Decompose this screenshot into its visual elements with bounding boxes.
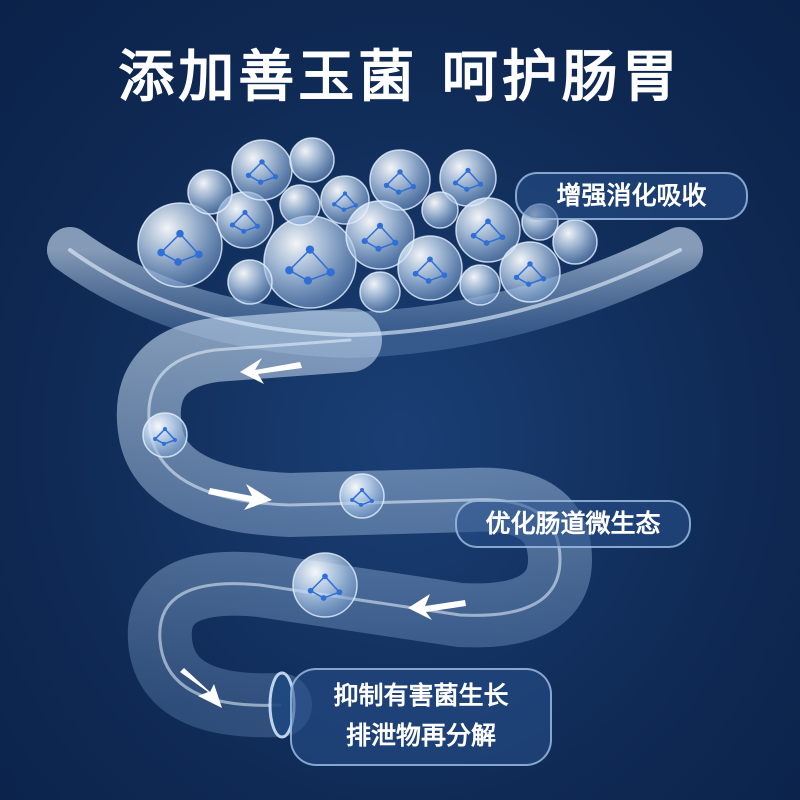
probiotic-bubble-icon xyxy=(231,139,293,201)
probiotic-bubble-icon xyxy=(397,235,463,301)
label-enhance-digestion: 增强消化吸收 xyxy=(515,172,748,220)
probiotic-bubble-icon xyxy=(345,200,415,270)
molecule-icon xyxy=(513,261,547,287)
molecule-icon xyxy=(245,159,279,185)
molecule-icon xyxy=(153,427,177,446)
molecule-icon xyxy=(361,222,399,252)
probiotic-bubble-icon xyxy=(552,219,598,265)
page-title: 添加善玉菌 呵护肠胃 xyxy=(118,45,682,110)
flow-arrow-icon xyxy=(408,594,466,620)
molecule-icon xyxy=(452,167,484,192)
flow-arrow-icon xyxy=(208,484,272,510)
probiotic-bubble-icon xyxy=(142,412,188,458)
probiotic-bubble-icon xyxy=(227,259,273,305)
probiotic-bubble-icon xyxy=(279,184,321,226)
molecule-icon xyxy=(307,573,343,601)
probiotic-bubble-icon xyxy=(289,137,335,183)
probiotic-bubble-icon xyxy=(339,473,385,519)
probiotic-bubble-icon xyxy=(187,169,233,215)
molecule-icon xyxy=(350,488,374,507)
probiotic-bubble-icon xyxy=(421,191,459,229)
label-inhibit-harmful-bacteria: 抑制有害菌生长 排泄物再分解 xyxy=(290,668,552,766)
molecule-icon xyxy=(412,256,448,284)
probiotic-bubble-icon xyxy=(263,215,357,309)
molecule-icon xyxy=(332,191,358,212)
molecule-icon xyxy=(229,209,261,234)
label-optimize-microbiome: 优化肠道微生态 xyxy=(455,500,691,548)
probiotic-bubble-icon xyxy=(137,202,223,288)
probiotic-bubble-icon xyxy=(359,271,401,313)
flow-arrow-icon xyxy=(180,668,222,708)
molecule-icon xyxy=(470,218,506,246)
probiotic-bubble-cluster xyxy=(137,137,598,618)
probiotic-bubble-icon xyxy=(499,241,561,303)
probiotic-bubble-icon xyxy=(459,264,501,306)
flow-arrow-icon xyxy=(240,358,302,384)
probiotic-bubble-icon xyxy=(292,552,358,618)
label-inhibit-line-2: 排泄物再分解 xyxy=(345,721,496,750)
molecule-icon xyxy=(157,229,203,266)
molecule-icon xyxy=(285,245,335,285)
molecule-icon xyxy=(383,169,417,195)
probiotic-bubble-icon xyxy=(455,197,521,263)
label-inhibit-line-1: 抑制有害菌生长 xyxy=(333,681,509,710)
